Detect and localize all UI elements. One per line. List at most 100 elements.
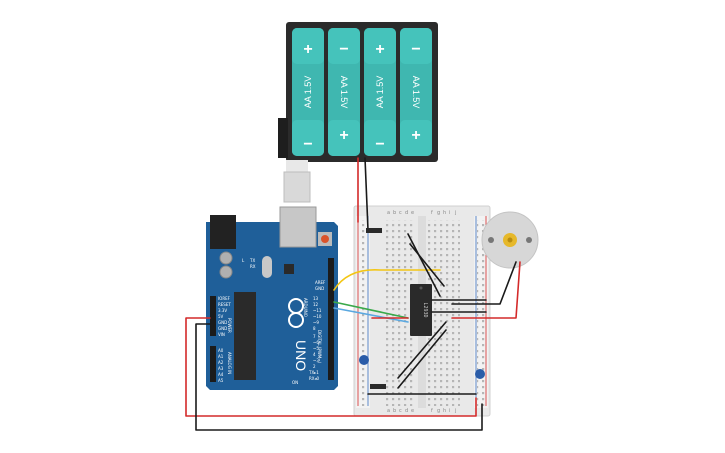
small-chip	[284, 264, 294, 274]
svg-text:d: d	[405, 210, 408, 216]
dc-motor[interactable]	[481, 211, 539, 269]
wire-gnd	[195, 323, 483, 431]
svg-text:h: h	[443, 210, 446, 216]
battery-pack[interactable]: + AA 1.5V − − AA 1.5V + + AA 1.5V − − AA…	[278, 22, 438, 162]
analog-pin-labels: A0 A1 A2 A3 A4 A5	[218, 348, 224, 383]
svg-text:j: j	[454, 210, 456, 216]
battery-cell-2-bottom-sign: +	[339, 127, 348, 144]
svg-text:~3: ~3	[313, 358, 319, 363]
battery-cell-1-bottom-sign: −	[303, 136, 312, 153]
battery-cell-1-top-sign: +	[303, 41, 312, 58]
usb-port	[279, 206, 317, 248]
usb-cable	[283, 160, 311, 203]
motor-driver-ic[interactable]: L293D	[410, 284, 432, 336]
svg-text:A4: A4	[218, 372, 224, 377]
analog-header	[210, 346, 216, 382]
power-pin-labels: IOREF RESET 3.3V 5V GND GND VIN	[218, 296, 231, 337]
svg-text:GND: GND	[218, 326, 227, 331]
svg-text:7: 7	[313, 334, 316, 339]
battery-cell-3-label: AA 1.5V	[375, 76, 385, 109]
svg-text:A2: A2	[218, 360, 224, 365]
battery-cell-4[interactable]: − AA 1.5V +	[400, 28, 432, 156]
wires	[185, 157, 521, 431]
board-capacitor	[219, 251, 233, 265]
digital-header	[328, 258, 334, 380]
svg-text:i: i	[449, 210, 450, 216]
breadboard-letters-top: a b c d e f g h i j	[387, 210, 456, 216]
wire-green	[333, 301, 409, 319]
svg-text:13: 13	[313, 296, 319, 301]
battery-tab	[278, 118, 288, 158]
svg-text:b: b	[393, 210, 396, 216]
battery-cell-2-label: AA 1.5V	[339, 76, 349, 109]
wire-5v	[185, 317, 477, 417]
svg-text:A5: A5	[218, 378, 224, 383]
rx-label: RX	[250, 264, 256, 269]
battery-cell-3-bottom-sign: −	[375, 136, 384, 153]
battery-cell-4-top-sign: −	[411, 41, 420, 58]
svg-text:c: c	[399, 408, 402, 414]
digital-section-label: DIGITAL (PWM~)	[317, 330, 322, 364]
svg-text:4: 4	[313, 352, 316, 357]
l-label: L	[242, 258, 245, 263]
wire-blue	[333, 307, 409, 323]
svg-text:j: j	[454, 408, 456, 414]
svg-text:g: g	[437, 408, 440, 414]
svg-text:~11: ~11	[313, 308, 322, 313]
gnd-label: GND	[315, 286, 324, 291]
ic-label: L293D	[422, 302, 428, 317]
svg-text:c: c	[399, 210, 402, 216]
svg-text:5V: 5V	[218, 314, 224, 319]
svg-text:~6: ~6	[313, 340, 319, 345]
battery-cell-1[interactable]: + AA 1.5V −	[292, 28, 324, 156]
svg-text:TX▸1: TX▸1	[308, 370, 319, 375]
holes-right	[428, 220, 460, 406]
svg-text:a: a	[387, 210, 390, 216]
svg-text:f: f	[431, 210, 433, 216]
jumper-block-top[interactable]	[366, 228, 382, 233]
battery-cell-1-label: AA 1.5V	[303, 76, 313, 109]
atmega-chip	[234, 292, 256, 380]
svg-text:e: e	[411, 210, 414, 216]
svg-text:2: 2	[313, 364, 316, 369]
board-capacitor	[219, 265, 233, 279]
svg-text:e: e	[411, 408, 414, 414]
svg-text:~10: ~10	[313, 314, 322, 319]
svg-text:h: h	[443, 408, 446, 414]
svg-text:i: i	[449, 408, 450, 414]
svg-text:f: f	[431, 408, 433, 414]
svg-text:~5: ~5	[313, 346, 319, 351]
svg-text:~9: ~9	[313, 320, 319, 325]
breadboard-capacitor-left[interactable]	[359, 355, 369, 365]
svg-text:8: 8	[313, 326, 316, 331]
crystal	[262, 256, 272, 278]
svg-text:A0: A0	[218, 348, 224, 353]
svg-text:3.3V: 3.3V	[218, 308, 227, 313]
aref-label: AREF	[315, 280, 326, 285]
arduino-uno[interactable]: ARDUINO UNO TX RX L ON AREF GND DIGITAL …	[206, 206, 338, 390]
battery-cell-4-bottom-sign: +	[411, 127, 420, 144]
wire-battery-negative	[364, 157, 369, 231]
svg-text:IOREF: IOREF	[218, 296, 231, 301]
svg-text:A1: A1	[218, 354, 224, 359]
svg-text:d: d	[405, 408, 408, 414]
breadboard-letters-bottom: a b c d e f g h i j	[387, 408, 456, 414]
svg-text:12: 12	[313, 302, 319, 307]
battery-cell-3-top-sign: +	[375, 41, 384, 58]
breadboard-capacitor-right[interactable]	[475, 369, 485, 379]
battery-cell-3[interactable]: + AA 1.5V −	[364, 28, 396, 156]
arduino-model: UNO	[293, 340, 309, 371]
wire-yellow	[333, 269, 441, 291]
battery-cell-2[interactable]: − AA 1.5V +	[328, 28, 360, 156]
svg-text:VIN: VIN	[218, 332, 225, 337]
analog-section-label: ANALOG IN	[227, 352, 232, 374]
battery-cell-2-top-sign: −	[339, 41, 348, 58]
power-header	[210, 296, 216, 336]
on-label: ON	[292, 380, 298, 385]
svg-text:RX◂0: RX◂0	[309, 376, 320, 381]
jumper-block-bottom[interactable]	[370, 384, 386, 389]
digital-pin-labels: 13 12 ~11 ~10 ~9 8 7 ~6 ~5 4 ~3 2 TX▸1 R…	[308, 296, 322, 381]
holes-rail-right	[477, 220, 485, 406]
svg-text:b: b	[393, 408, 396, 414]
